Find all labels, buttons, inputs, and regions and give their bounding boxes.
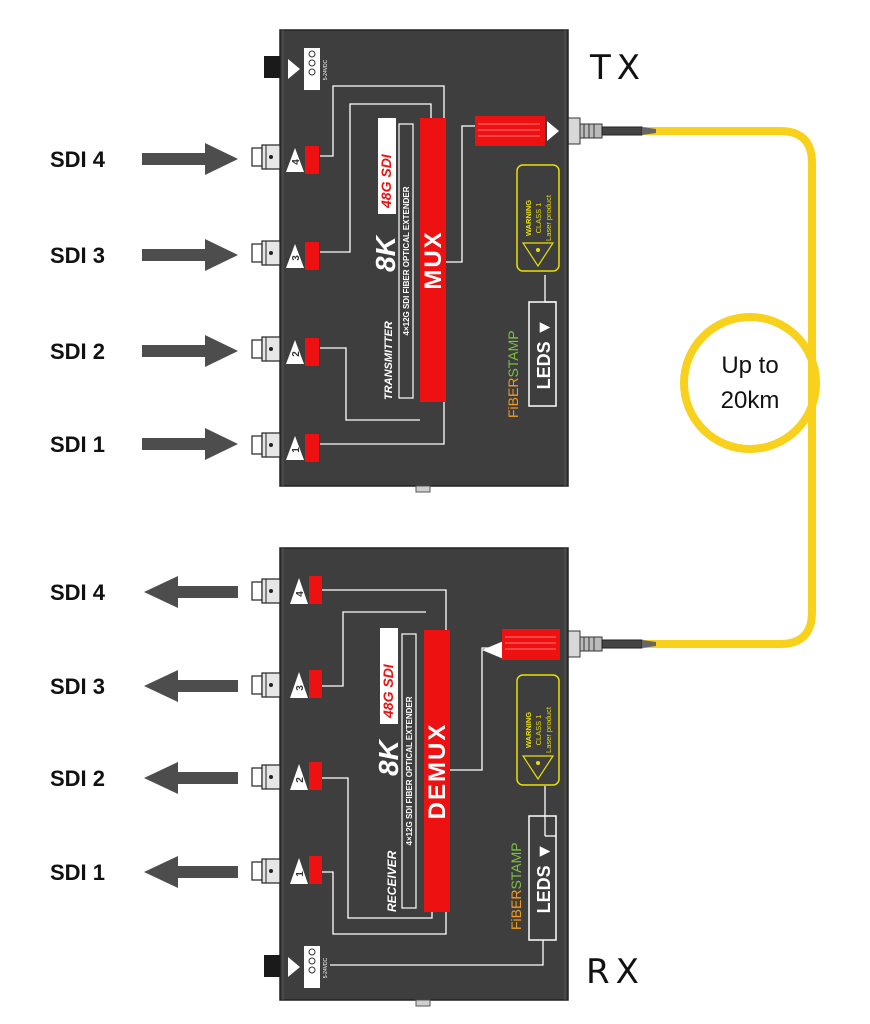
rx-output-label-3: SDI 3 bbox=[50, 674, 105, 699]
rx-port-marker-2: 2 bbox=[290, 762, 322, 790]
rx-tag: RX bbox=[586, 952, 645, 992]
distance-line-1: Up to bbox=[721, 352, 778, 379]
tx-port-marker-1: 1 bbox=[286, 434, 319, 462]
tx-device-name: TRANSMITTER bbox=[383, 321, 395, 400]
arrow-right-icon bbox=[142, 335, 238, 367]
svg-text:WARNING: WARNING bbox=[524, 712, 533, 748]
tx-tag: TX bbox=[589, 48, 646, 88]
rx-output-label-1: SDI 1 bbox=[50, 860, 105, 885]
tx-input-label-1: SDI 1 bbox=[50, 432, 105, 457]
rx-bnc-port-4[interactable] bbox=[251, 578, 281, 604]
tx-product-label: 4×12G SDI FIBER OPTICAL EXTENDER TRANSMI… bbox=[370, 118, 414, 400]
rx-port-marker-1: 1 bbox=[290, 856, 322, 884]
arrow-left-icon bbox=[144, 670, 238, 702]
rx-power-jack: 5-24VDC bbox=[264, 946, 329, 988]
rx-product-label: 4×12G SDI FIBER OPTICAL EXTENDER RECEIVE… bbox=[373, 628, 417, 912]
tx-bnc-port-3[interactable] bbox=[251, 240, 281, 266]
svg-text:2: 2 bbox=[291, 351, 302, 357]
svg-text:WARNING: WARNING bbox=[524, 200, 533, 236]
rx-model-big: 8K bbox=[373, 738, 404, 776]
tx-power-jack: 5-24VDC bbox=[264, 48, 329, 90]
rx-leds-label: LEDS ▼ bbox=[534, 843, 554, 914]
tx-port-marker-4: 4 bbox=[286, 146, 319, 174]
tx-description: 4×12G SDI FIBER OPTICAL EXTENDER bbox=[402, 186, 411, 335]
arrow-left-icon bbox=[144, 856, 238, 888]
svg-text:4: 4 bbox=[291, 159, 302, 165]
rx-bnc-port-1[interactable] bbox=[251, 858, 281, 884]
rx-laser-warning: WARNING CLASS 1 Laser product bbox=[516, 674, 560, 786]
rx-output-arrows bbox=[144, 576, 238, 888]
laser-warning-icon bbox=[536, 761, 540, 765]
tx-routing-lines bbox=[320, 85, 556, 445]
arrow-right-icon bbox=[142, 143, 238, 175]
tx-input-label-2: SDI 2 bbox=[50, 339, 105, 364]
tx-fiber-connector bbox=[567, 117, 656, 145]
tx-optical-module bbox=[475, 116, 559, 146]
rx-power-label: 5-24VDC bbox=[323, 957, 329, 978]
tx-model-small: 48G SDI bbox=[378, 153, 394, 209]
rx-port-marker-4: 4 bbox=[290, 576, 322, 604]
rx-device-name: RECEIVER bbox=[385, 850, 399, 912]
rx-optical-module bbox=[482, 629, 560, 660]
tx-input-arrows bbox=[142, 143, 238, 460]
rx-bnc-port-3[interactable] bbox=[251, 672, 281, 698]
distance-line-2: 20km bbox=[721, 387, 780, 414]
rx-description: 4×12G SDI FIBER OPTICAL EXTENDER bbox=[405, 696, 414, 845]
rx-output-label-4: SDI 4 bbox=[50, 580, 106, 605]
svg-text:CLASS 1: CLASS 1 bbox=[534, 203, 543, 234]
rx-demux-module: DEMUX bbox=[424, 630, 451, 912]
tx-branding: FiBERSTAMP LEDS ▼ bbox=[505, 301, 557, 418]
tx-laser-warning: WARNING CLASS 1 Laser product bbox=[516, 164, 560, 272]
rx-routing-lines bbox=[322, 589, 556, 966]
tx-power-label: 5-24VDC bbox=[323, 59, 329, 80]
tx-bnc-port-2[interactable] bbox=[251, 336, 281, 362]
svg-text:FiBERSTAMP: FiBERSTAMP bbox=[508, 842, 524, 930]
laser-warning-icon bbox=[536, 248, 540, 252]
rx-bnc-port-2[interactable] bbox=[251, 764, 281, 790]
transmitter-unit: 5-24VDC bbox=[251, 29, 569, 493]
rx-demux-label: DEMUX bbox=[424, 723, 451, 820]
arrow-right-icon bbox=[142, 239, 238, 271]
svg-text:FiBERSTAMP: FiBERSTAMP bbox=[505, 330, 521, 418]
tx-model-big: 8K bbox=[370, 234, 401, 272]
tx-input-label-4: SDI 4 bbox=[50, 147, 106, 172]
tx-port-marker-2: 2 bbox=[286, 338, 319, 366]
svg-text:Laser product: Laser product bbox=[544, 706, 553, 753]
arrow-left-icon bbox=[144, 762, 238, 794]
rx-branding: FiBERSTAMP LEDS ▼ bbox=[508, 815, 557, 941]
rx-fiber-connector bbox=[567, 630, 656, 658]
fiber-cable: Up to 20km bbox=[581, 127, 820, 648]
arrow-left-icon bbox=[144, 576, 238, 608]
tx-mux-module: MUX bbox=[420, 118, 447, 402]
rx-port-marker-3: 3 bbox=[290, 670, 322, 698]
tx-port-marker-3: 3 bbox=[286, 242, 319, 270]
tx-bnc-port-4[interactable] bbox=[251, 144, 281, 170]
svg-text:2: 2 bbox=[295, 777, 306, 783]
tx-bnc-port-1[interactable] bbox=[251, 432, 281, 458]
distance-loop bbox=[680, 313, 820, 453]
tx-leds-label: LEDS ▼ bbox=[534, 319, 554, 390]
tx-mux-label: MUX bbox=[420, 230, 447, 289]
tx-input-label-3: SDI 3 bbox=[50, 243, 105, 268]
svg-text:1: 1 bbox=[291, 447, 302, 453]
svg-text:Laser product: Laser product bbox=[544, 194, 553, 241]
svg-text:3: 3 bbox=[291, 255, 302, 261]
svg-text:4: 4 bbox=[295, 591, 306, 597]
rx-model-small: 48G SDI bbox=[380, 663, 396, 719]
arrow-right-icon bbox=[142, 428, 238, 460]
rx-output-label-2: SDI 2 bbox=[50, 766, 105, 791]
receiver-unit: 5-24VDC bbox=[251, 547, 569, 1007]
svg-text:3: 3 bbox=[295, 685, 306, 691]
svg-text:1: 1 bbox=[295, 871, 306, 877]
svg-text:CLASS 1: CLASS 1 bbox=[534, 715, 543, 746]
